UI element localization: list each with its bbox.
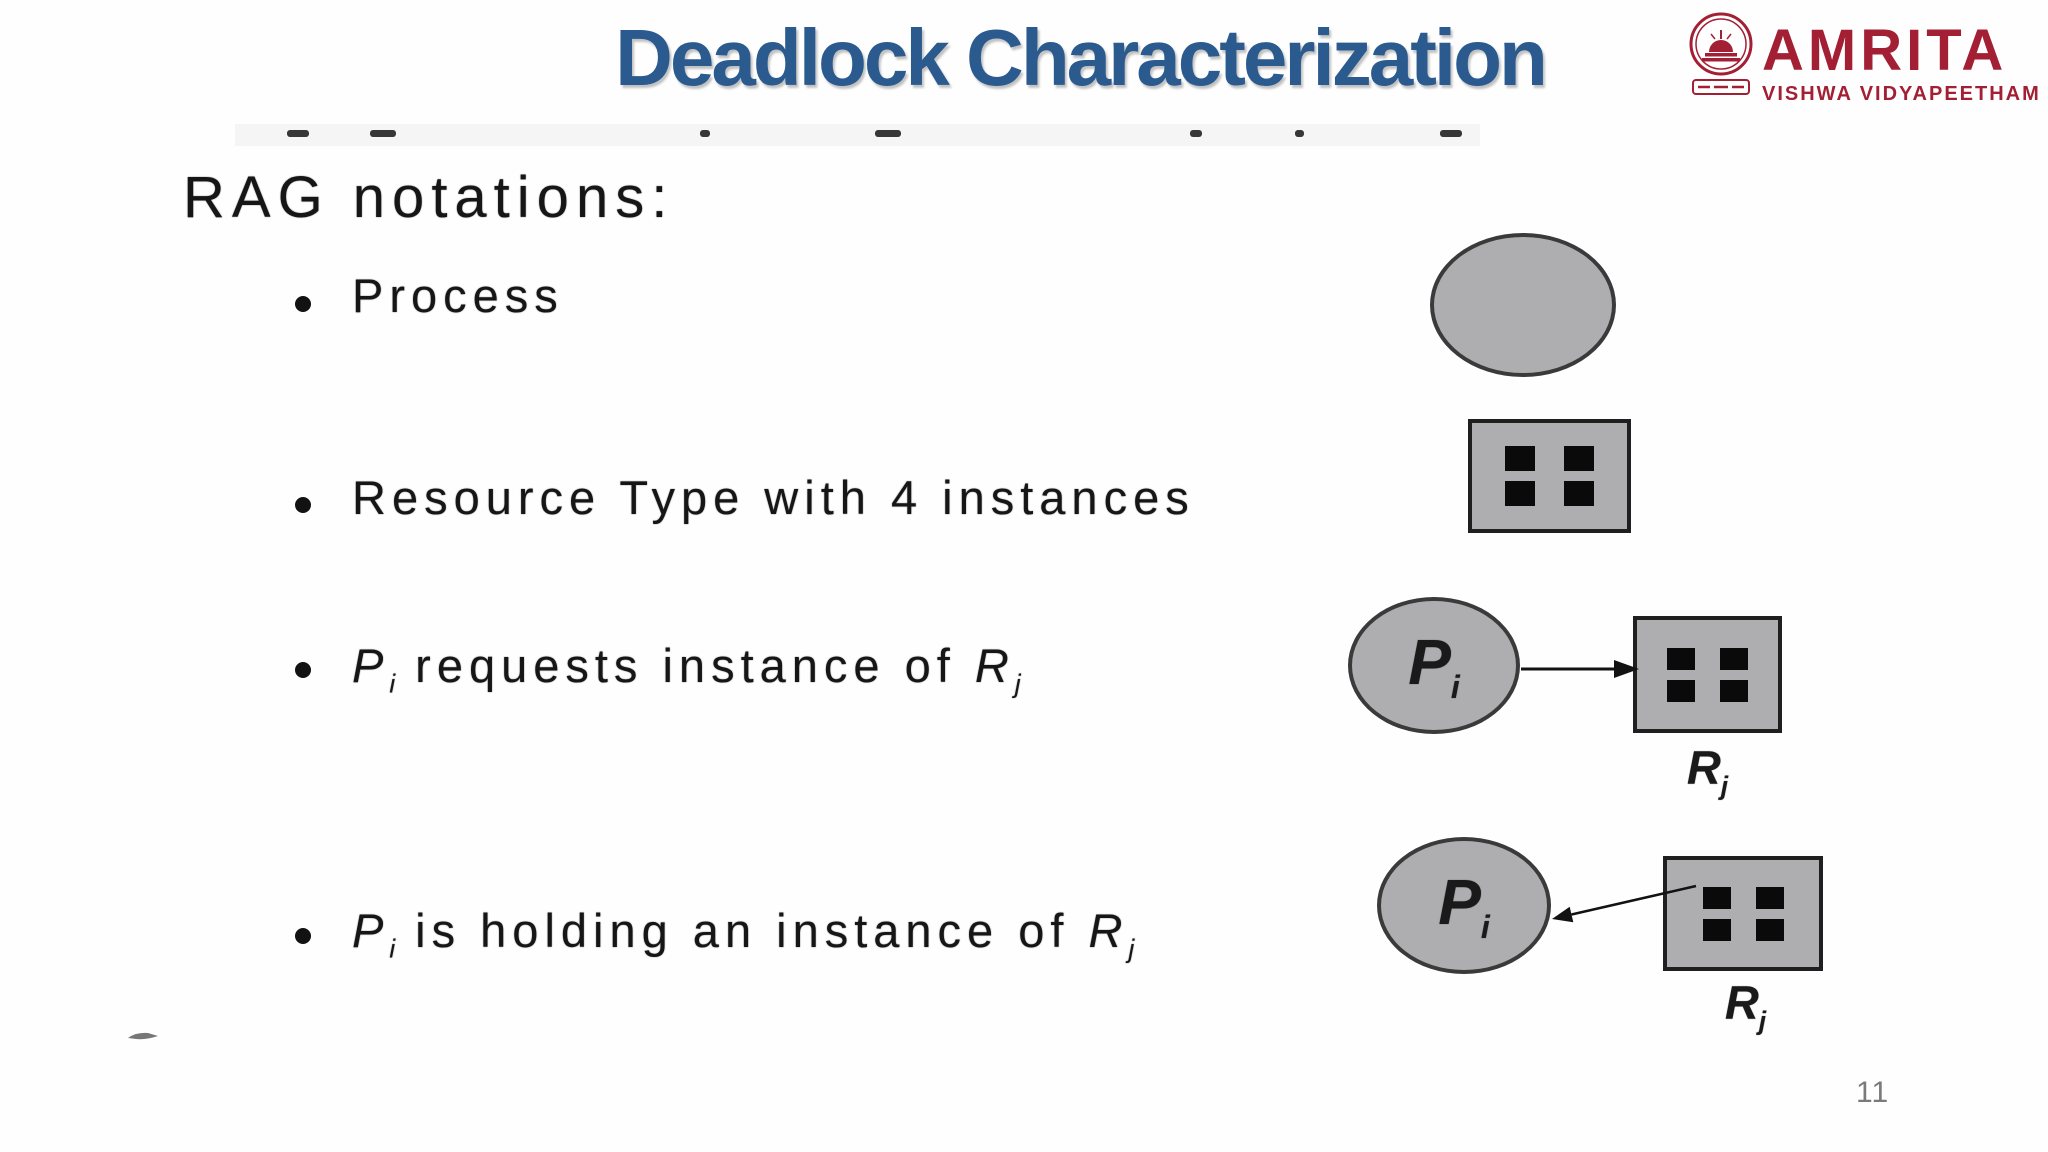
resource-instance-dot (1702, 886, 1731, 909)
bullet-process: Process (352, 268, 564, 323)
holding-arrow-icon (1552, 884, 1697, 923)
resource-instance-dot (1667, 679, 1695, 702)
math-var-P: P (352, 904, 390, 957)
process-node-label: Pi (1438, 866, 1490, 945)
resource-instances (1702, 886, 1784, 941)
amrita-logo: AMRITA VISHWA VIDYAPEETHAM (1688, 6, 2044, 106)
bullet-request-edge: Pi requests instance of Rj (352, 638, 1022, 699)
resource-instance-dot (1702, 918, 1731, 941)
bullet-icon (295, 296, 311, 312)
math-var-R: R (974, 639, 1015, 692)
resource-node-label: Rj (1724, 976, 1767, 1036)
resource-instance-dot (1505, 446, 1535, 471)
request-process-node: Pi (1348, 597, 1520, 734)
resource-instance-dot (1720, 679, 1748, 702)
bullet-holding-edge: Pi is holding an instance of Rj (352, 903, 1135, 964)
resource-instances (1505, 446, 1594, 506)
amrita-seal-icon (1689, 12, 1753, 95)
cropped-text-artifact (235, 124, 1480, 146)
bullet-process-label: Process (352, 269, 564, 322)
math-sub-i: i (389, 935, 397, 964)
math-sub-j: j (1128, 935, 1136, 964)
resource-instance-dot (1720, 647, 1748, 670)
holding-resource-node (1663, 856, 1823, 971)
bullet-icon (295, 662, 311, 678)
resource-instance-dot (1755, 918, 1784, 941)
cursor-artifact (128, 1032, 158, 1040)
resource-instance-dot (1505, 481, 1535, 506)
math-var-P: P (352, 639, 390, 692)
bullet-resource-type-label: Resource Type with 4 instances (352, 471, 1195, 524)
bullet-icon (295, 497, 311, 513)
bullet-resource-type: Resource Type with 4 instances (352, 470, 1195, 525)
math-sub-j: j (1014, 670, 1022, 699)
logo-brand-text: AMRITA (1762, 18, 2008, 83)
resource-node-label: Rj (1686, 741, 1729, 801)
holding-process-node: Pi (1377, 837, 1551, 974)
request-resource-node (1633, 616, 1782, 733)
resource-instance-dot (1667, 647, 1695, 670)
page-number: 11 (1856, 1076, 1890, 1109)
resource-instance-dot (1564, 446, 1594, 471)
resource-node-shape (1468, 419, 1631, 533)
math-sub-i: i (389, 670, 397, 699)
bullet-holding-text: is holding an instance of (396, 904, 1089, 957)
request-arrow-icon (1521, 660, 1639, 678)
slide-title: Deadlock Characterization (615, 13, 1548, 102)
process-node-shape (1430, 233, 1616, 377)
bullet-request-text: requests instance of (396, 639, 975, 692)
resource-instance-dot (1755, 886, 1784, 909)
logo-subtitle-text: VISHWA VIDYAPEETHAM (1762, 83, 2041, 105)
rag-notations-heading: RAG notations: (183, 165, 675, 230)
math-var-R: R (1088, 904, 1129, 957)
bullet-icon (295, 928, 311, 944)
resource-instance-dot (1564, 481, 1594, 506)
resource-instances (1667, 647, 1748, 702)
process-node-label: Pi (1408, 626, 1460, 705)
